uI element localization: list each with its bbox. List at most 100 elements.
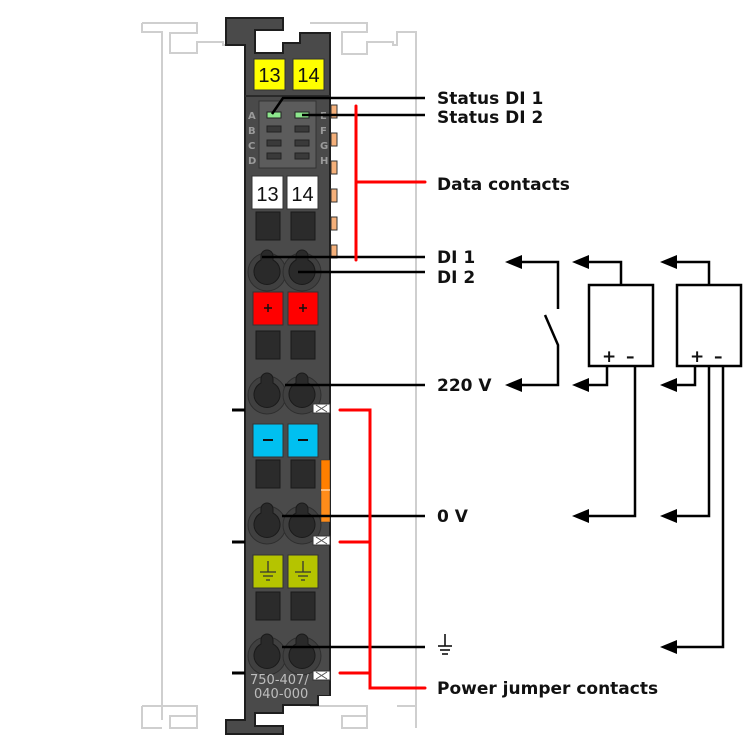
power-jumper-slider [320, 459, 331, 523]
wire-clamp [288, 502, 316, 539]
jumper-contact-1 [312, 403, 331, 414]
led-d [266, 152, 282, 160]
marker-14-text: 14 [291, 184, 313, 206]
led-letter-h: H [320, 156, 328, 167]
wire-clamp [288, 372, 316, 409]
led-f [294, 125, 310, 133]
terminal-block [247, 211, 322, 676]
plus-icon [264, 304, 272, 312]
led-c [266, 139, 282, 147]
push-button [290, 591, 316, 621]
wire-clamp [253, 372, 281, 409]
label-status-di1: Status DI 1 [437, 89, 543, 109]
din-rail [141, 22, 417, 729]
sensor1-minus-label: – [626, 347, 635, 367]
arrow-icon [572, 509, 589, 523]
jumper-contact-2 [312, 535, 331, 546]
label-0v: 0 V [437, 507, 469, 527]
leader-lines [262, 96, 425, 649]
power-jumper-bracket [338, 408, 427, 690]
wire-clamp [253, 502, 281, 539]
led-h [294, 152, 310, 160]
arrow-icon [660, 509, 677, 523]
arrow-icon [660, 640, 677, 654]
label-markers: 13 14 [251, 175, 319, 210]
arrow-icon [572, 378, 589, 392]
data-contact [330, 216, 338, 231]
top-markers: 13 14 [245, 58, 330, 97]
ground-symbol-icon [438, 634, 452, 655]
label-power-jumper-contacts: Power jumper contacts [437, 679, 658, 699]
jumper-contact-3 [312, 670, 331, 681]
sensor2-plus-label: + [690, 347, 704, 367]
arrowheads [505, 255, 677, 654]
led-panel: A B C D E F G H [248, 100, 328, 169]
marker-14-top-text: 14 [297, 65, 319, 87]
left-power-contacts [232, 408, 245, 675]
label-220v: 220 V [437, 376, 492, 396]
marker-13-top [253, 58, 286, 91]
plus-icon [299, 304, 307, 312]
switch-top-wire [520, 260, 560, 309]
brackets [338, 104, 427, 690]
data-contact [330, 188, 338, 203]
marker-13 [251, 175, 284, 210]
arrow-icon [505, 255, 522, 269]
wire-clamp [253, 633, 281, 670]
led-letter-c: C [248, 141, 255, 152]
led-b [266, 125, 282, 133]
led-letter-d: D [248, 156, 256, 167]
sensor2-top-wire [674, 260, 711, 285]
marker-14 [286, 175, 319, 210]
label-di2: DI 2 [437, 268, 475, 288]
sensor2-minus-wire [674, 366, 711, 518]
push-button [255, 211, 281, 241]
led-letter-g: G [320, 141, 328, 152]
push-button [290, 330, 316, 360]
sensor1-plus-label: + [602, 347, 616, 367]
marker-14-top [292, 58, 325, 91]
marker-13-top-text: 13 [258, 65, 280, 87]
push-button [255, 330, 281, 360]
push-button [255, 591, 281, 621]
label-di1: DI 1 [437, 248, 475, 268]
arrow-icon [660, 378, 677, 392]
power-jumper-contacts [312, 403, 331, 681]
push-button [290, 459, 316, 489]
schematic [520, 260, 743, 649]
data-contact [330, 160, 338, 175]
arrow-icon [505, 378, 522, 392]
sensor2-minus-label: – [714, 347, 723, 367]
data-contacts [330, 104, 338, 259]
part-number-line2: 040-000 [254, 687, 308, 702]
data-contacts-bracket [354, 104, 427, 262]
led-letter-f: F [320, 126, 327, 137]
sensor1-top-wire [586, 260, 623, 285]
push-button [255, 459, 281, 489]
wire-clamp [288, 633, 316, 670]
minus-terminal-marker [287, 423, 319, 458]
data-contact [330, 104, 338, 119]
label-status-di2: Status DI 2 [437, 108, 543, 128]
data-contact [330, 132, 338, 147]
ground-terminal-marker [287, 554, 319, 589]
arrow-icon [660, 255, 677, 269]
sensor1-minus-wire [586, 366, 637, 518]
marker-13-text: 13 [256, 184, 278, 206]
arrow-icon [572, 255, 589, 269]
sensor1-plus-wire [586, 366, 609, 387]
led-letter-e: E [320, 111, 327, 122]
sensor2-plus-wire [674, 366, 697, 387]
led-letter-b: B [248, 126, 256, 137]
part-number-line1: 750-407/ [250, 673, 309, 688]
leader-status-di1 [270, 96, 425, 115]
switch-bottom-wire [520, 314, 560, 387]
ground-icon [295, 561, 311, 581]
label-data-contacts: Data contacts [437, 175, 570, 195]
power-jumper-upper [320, 459, 331, 491]
push-button [290, 211, 316, 241]
led-g [294, 139, 310, 147]
sensor1-box [587, 283, 655, 368]
sensor2-box [675, 283, 743, 368]
